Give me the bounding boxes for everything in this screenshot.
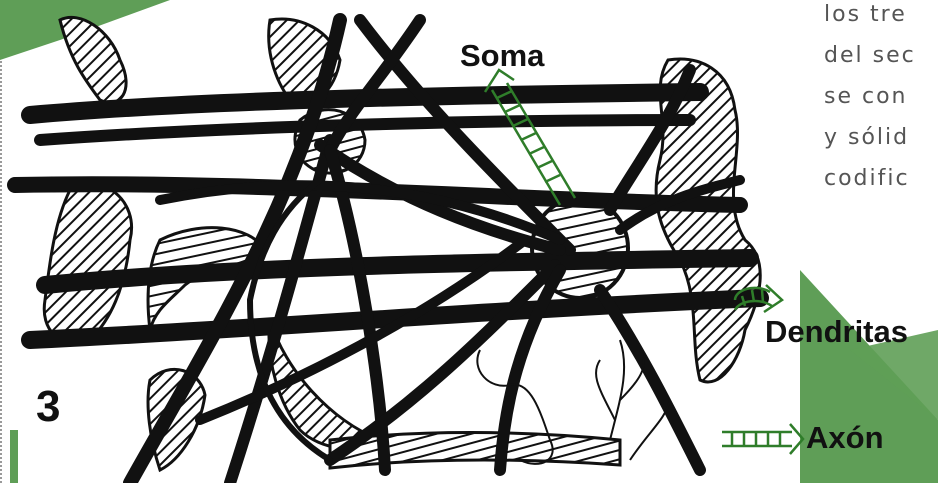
side-text-line: los tre: [824, 0, 938, 35]
side-text-fragment: los tre del sec se con y sólid codific: [824, 0, 938, 199]
side-text-line: codific: [824, 158, 938, 199]
side-text-line: del sec: [824, 35, 938, 76]
hatched-axon-band: [330, 433, 620, 469]
dendrites-label: Dendritas: [765, 314, 908, 350]
axon-arrow: [722, 424, 803, 454]
hatched-mass-left: [44, 184, 131, 343]
soma-label: Soma: [460, 38, 544, 74]
side-text-line: y sólid: [824, 117, 938, 158]
axon-label: Axón: [806, 420, 884, 456]
side-text-line: se con: [824, 76, 938, 117]
panel-number: 3: [36, 382, 60, 432]
hatched-mass-left-top: [60, 17, 126, 102]
